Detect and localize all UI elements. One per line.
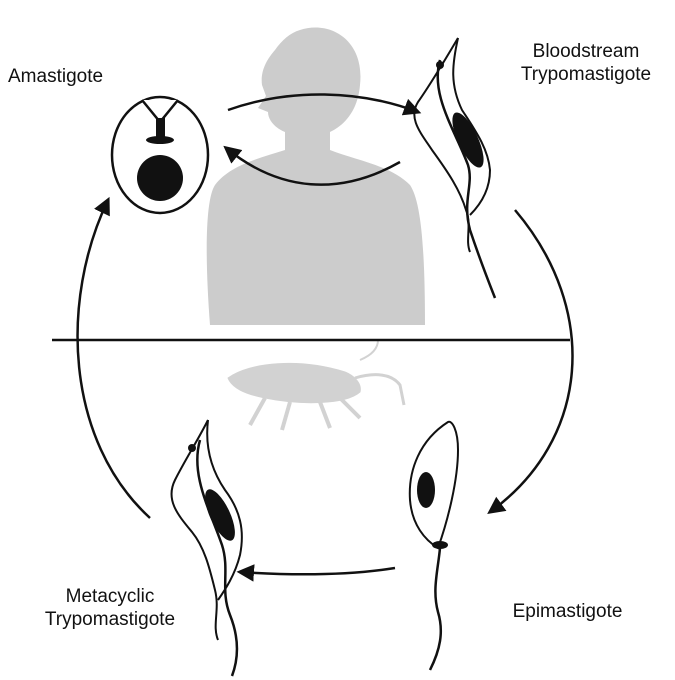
arrow-metacyclic-to-amastigote xyxy=(78,200,150,518)
metacyclic-trypomastigote-label: Metacyclic Trypomastigote xyxy=(30,585,190,631)
metacyclic-trypomastigote-icon xyxy=(171,420,241,676)
epimastigote-icon xyxy=(410,422,458,670)
amastigote-cell-icon xyxy=(112,97,208,213)
arrow-epimastigote-to-metacyclic xyxy=(240,568,395,574)
triatomine-bug-icon xyxy=(228,340,404,430)
epimastigote-label-text: Epimastigote xyxy=(485,600,650,623)
bloodstream-label-line1: Bloodstream xyxy=(500,40,672,63)
human-silhouette-icon xyxy=(207,27,425,325)
arrow-bloodstream-to-epimastigote xyxy=(490,210,572,512)
bloodstream-label-line2: Trypomastigote xyxy=(500,63,672,86)
metacyclic-label-line2: Trypomastigote xyxy=(30,608,190,631)
amastigote-label-text: Amastigote xyxy=(8,65,158,88)
bloodstream-trypomastigote-icon xyxy=(414,38,495,298)
metacyclic-label-line1: Metacyclic xyxy=(30,585,190,608)
bloodstream-trypomastigote-label: Bloodstream Trypomastigote xyxy=(500,40,672,86)
amastigote-label: Amastigote xyxy=(8,65,158,88)
epimastigote-label: Epimastigote xyxy=(485,600,650,623)
